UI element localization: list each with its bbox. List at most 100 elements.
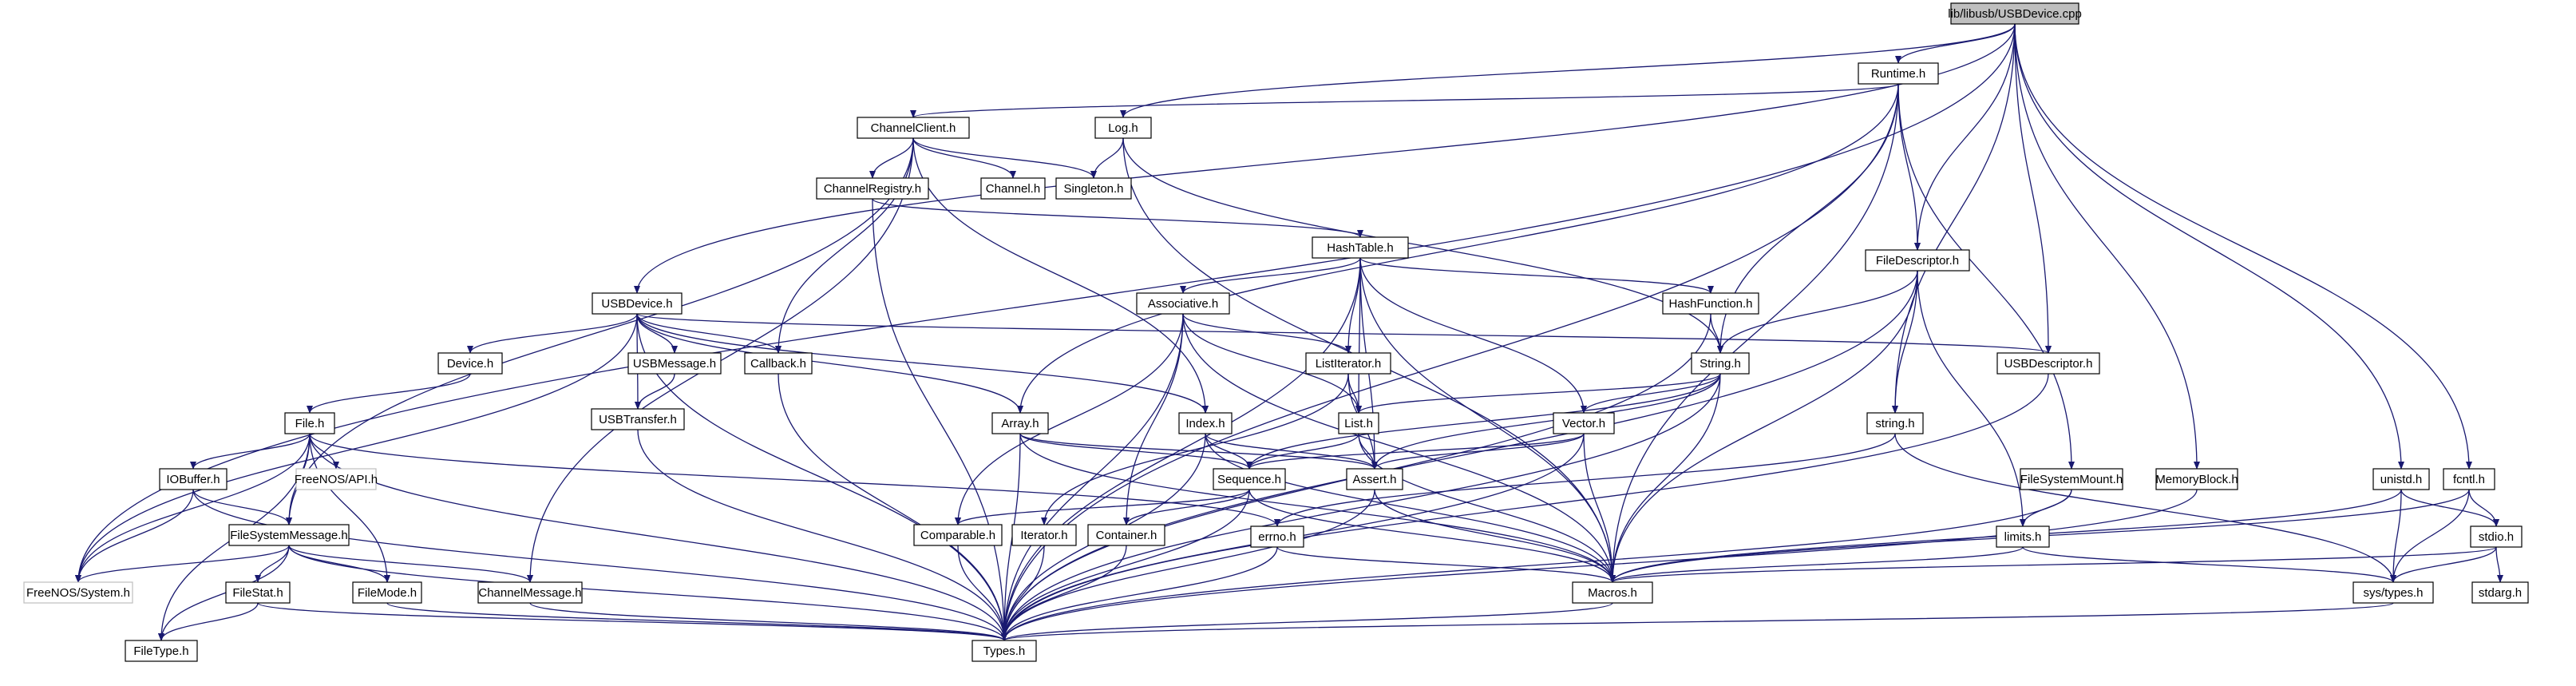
node-fcntl[interactable]: fcntl.h	[2443, 468, 2495, 490]
node-box	[1312, 236, 1409, 259]
node-channel[interactable]: Channel.h	[980, 177, 1046, 200]
node-box	[228, 524, 350, 546]
node-stdio[interactable]: stdio.h	[2470, 525, 2523, 548]
node-device[interactable]: Device.h	[437, 352, 503, 375]
node-file[interactable]: File.h	[284, 412, 335, 434]
node-label: IOBuffer.h	[166, 473, 220, 486]
node-box	[1866, 412, 1924, 434]
node-freenossystem[interactable]: FreeNOS/System.h	[23, 581, 133, 604]
node-box	[1136, 292, 1230, 315]
edge-file-to-freenossystem	[75, 433, 311, 583]
edge-callback-to-types	[778, 373, 1007, 641]
node-channelmessage[interactable]: ChannelMessage.h	[477, 581, 583, 604]
node-usbtransfer[interactable]: USBTransfer.h	[591, 408, 685, 430]
node-singleton[interactable]: Singleton.h	[1055, 177, 1132, 200]
edge-usbdeviceh-to-callback	[636, 313, 782, 354]
edge-root-to-fcntl	[2014, 23, 2472, 470]
edge-file-to-filemode	[309, 433, 390, 583]
edge-usbdeviceh-to-index	[636, 313, 1209, 414]
node-errno[interactable]: errno.h	[1250, 525, 1304, 548]
edge-stringh-to-assert	[1371, 373, 1721, 470]
edge-log-to-singleton	[1090, 137, 1124, 179]
node-cstring[interactable]: string.h	[1866, 412, 1924, 434]
edge-stdio-to-macros	[1609, 546, 2497, 583]
node-box	[971, 640, 1037, 662]
node-associative[interactable]: Associative.h	[1136, 292, 1230, 315]
edge-associative-to-listiterator	[1182, 313, 1351, 354]
edge-vector-to-assert	[1371, 433, 1585, 470]
node-limits[interactable]: limits.h	[1996, 525, 2050, 548]
node-label: ChannelMessage.h	[478, 586, 581, 600]
node-filetype[interactable]: FileType.h	[125, 640, 198, 662]
node-index[interactable]: Index.h	[1178, 412, 1233, 434]
edge-vector-to-macros	[1583, 433, 1616, 583]
node-label: Singleton.h	[1063, 182, 1123, 196]
node-label: unistd.h	[2380, 473, 2423, 486]
edge-runtime-to-array	[1017, 83, 1899, 414]
node-stdarg[interactable]: stdarg.h	[2471, 581, 2529, 604]
node-box	[1996, 525, 2050, 548]
node-box	[980, 177, 1046, 200]
edge-channelclient-to-channelmessage	[527, 137, 914, 583]
node-assert[interactable]: Assert.h	[1346, 468, 1403, 490]
node-types[interactable]: Types.h	[971, 640, 1037, 662]
node-unistd[interactable]: unistd.h	[2372, 468, 2430, 490]
node-stringh[interactable]: String.h	[1691, 352, 1750, 375]
node-comparable[interactable]: Comparable.h	[913, 524, 1003, 546]
edge-hashtable-to-types	[1001, 257, 1361, 641]
node-freenosapi[interactable]: FreeNOS/API.h	[295, 468, 378, 490]
node-systypes[interactable]: sys/types.h	[2352, 581, 2434, 604]
node-list[interactable]: List.h	[1338, 412, 1379, 434]
node-array[interactable]: Array.h	[991, 412, 1049, 434]
node-label: Log.h	[1108, 121, 1138, 135]
node-runtime[interactable]: Runtime.h	[1858, 62, 1939, 85]
node-container[interactable]: Container.h	[1087, 524, 1165, 546]
edge-root-to-usbdescriptor	[2014, 23, 2052, 354]
edge-filemode-to-types	[386, 602, 1007, 641]
node-macros[interactable]: Macros.h	[1572, 581, 1653, 604]
node-usbmessage[interactable]: USBMessage.h	[627, 352, 722, 375]
node-callback[interactable]: Callback.h	[744, 352, 813, 375]
node-usbdeviceh[interactable]: USBDevice.h	[592, 292, 683, 315]
node-fsmount[interactable]: FileSystemMount.h	[2020, 468, 2123, 490]
node-memoryblock[interactable]: MemoryBlock.h	[2155, 468, 2238, 490]
edge-macros-to-types	[1001, 602, 1613, 641]
node-label: Container.h	[1096, 529, 1157, 542]
edge-hashtable-to-macros	[1359, 257, 1616, 583]
node-filemode[interactable]: FileMode.h	[352, 581, 422, 604]
node-hashtable[interactable]: HashTable.h	[1312, 236, 1409, 259]
node-sequence[interactable]: Sequence.h	[1213, 468, 1286, 490]
edge-hashtable-to-associative	[1180, 257, 1361, 294]
node-filedescriptor[interactable]: FileDescriptor.h	[1865, 249, 1970, 272]
edge-hashfunction-to-stringh	[1710, 313, 1723, 354]
node-box	[2352, 581, 2434, 604]
edge-index-to-assert	[1205, 433, 1378, 470]
edge-sequence-to-container	[1123, 489, 1250, 525]
node-label: FreeNOS/API.h	[295, 473, 378, 486]
node-label: FileSystemMount.h	[2020, 473, 2123, 486]
node-usbdescriptor[interactable]: USBDescriptor.h	[1996, 352, 2100, 375]
node-box	[1950, 2, 2079, 25]
node-label: FileType.h	[133, 644, 188, 658]
node-filestat[interactable]: FileStat.h	[225, 581, 291, 604]
node-fsmessage[interactable]: FileSystemMessage.h	[228, 524, 350, 546]
edge-container-to-types	[1001, 545, 1127, 641]
node-hashfunction[interactable]: HashFunction.h	[1662, 292, 1759, 315]
edge-fsmessage-to-filemode	[288, 545, 390, 583]
edge-filestat-to-types	[257, 602, 1007, 641]
edge-cstring-to-systypes	[1894, 433, 2396, 583]
node-box	[2155, 468, 2238, 490]
node-channelclient[interactable]: ChannelClient.h	[857, 117, 970, 139]
node-channelregistry[interactable]: ChannelRegistry.h	[816, 177, 929, 200]
node-box	[2372, 468, 2430, 490]
node-iterator[interactable]: Iterator.h	[1011, 524, 1077, 546]
node-vector[interactable]: Vector.h	[1553, 412, 1615, 434]
node-box	[1858, 62, 1939, 85]
node-listiterator[interactable]: ListIterator.h	[1305, 352, 1391, 375]
node-iobuffer[interactable]: IOBuffer.h	[159, 468, 228, 490]
edge-root-to-cstring	[1892, 23, 2016, 414]
node-label: Callback.h	[750, 357, 806, 371]
node-log[interactable]: Log.h	[1094, 117, 1152, 139]
node-box	[159, 468, 228, 490]
node-box	[1996, 352, 2100, 375]
